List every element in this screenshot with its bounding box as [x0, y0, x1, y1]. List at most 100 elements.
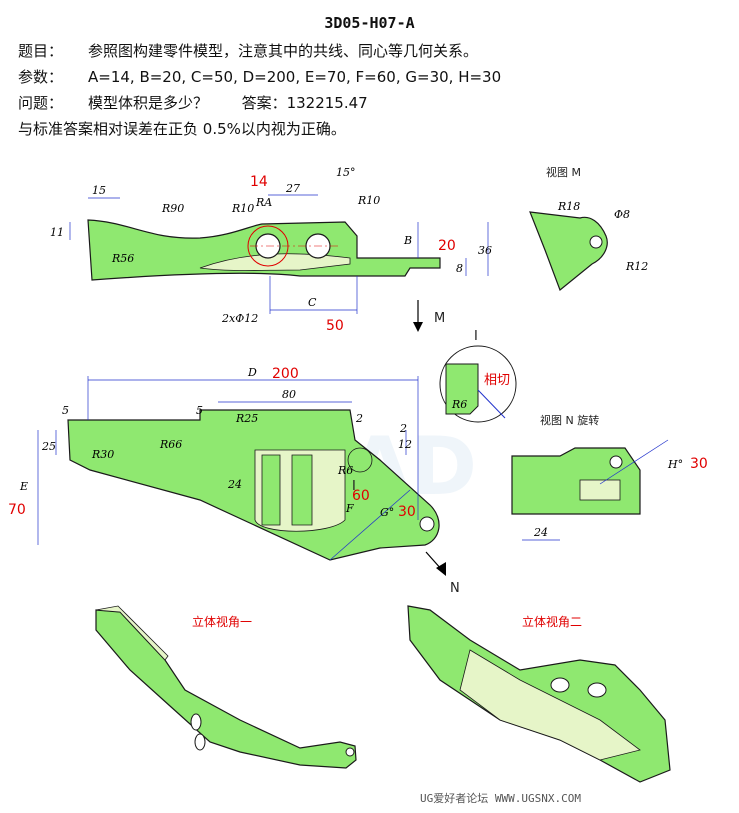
dim-36: 36: [478, 244, 492, 257]
dim-r56: R56: [111, 252, 134, 265]
value-d: 200: [272, 366, 299, 382]
iso-view-2: 立体视角二: [407, 605, 671, 783]
iso-1-hole-a: [190, 713, 202, 731]
iso-view-2-label: 立体视角二: [522, 614, 582, 629]
view-n-dimension-lines: [522, 439, 669, 541]
iso-1-hole-b: [194, 733, 206, 751]
arrow-m-label: M: [434, 311, 445, 326]
value-a: 14: [250, 174, 268, 190]
dim-r66: R66: [159, 438, 182, 451]
dim-d: D: [247, 366, 257, 379]
dim-r10-left: R10: [231, 202, 254, 215]
value-c: 50: [326, 318, 344, 334]
dim-24-top: 24: [227, 478, 242, 491]
top-rib-slots: [261, 454, 313, 526]
tolerance-text: 与标准答案相对误差在正负 0.5%以内视为正确。: [18, 120, 346, 138]
view-n-hole: [609, 455, 623, 469]
top-dimension-lines: [37, 376, 419, 561]
dim-2-right: 2: [399, 422, 407, 435]
dim-r6-detail: R6: [451, 398, 467, 411]
dim-h: H°: [667, 458, 683, 471]
params-text: A=14, B=20, C=50, D=200, E=70, F=60, G=3…: [88, 68, 502, 86]
question-text: 模型体积是多少？: [88, 94, 209, 112]
front-face-light: [199, 253, 351, 271]
iso-view-1-label: 立体视角一: [192, 614, 252, 629]
dim-24-view-n: 24: [533, 526, 548, 539]
arrow-n-head: [436, 562, 446, 576]
dim-15: 15: [92, 184, 106, 197]
dim-b: B: [403, 234, 412, 247]
dim-c: C: [308, 296, 317, 309]
dim-2-top: 2: [355, 412, 363, 425]
value-g: 30: [398, 504, 416, 520]
view-m-body: [529, 211, 608, 291]
detail-i: I 相切 R6: [439, 329, 517, 423]
top-end-hole: [419, 516, 435, 532]
dim-80: 80: [282, 388, 296, 401]
value-h: 30: [690, 456, 708, 472]
dim-2x-phi12: 2xΦ12: [221, 312, 258, 325]
page-title: 3D05-H07-A: [324, 14, 415, 32]
dim-r18: R18: [557, 200, 580, 213]
dim-f: F: [345, 502, 354, 515]
dim-phi8: Φ8: [614, 208, 630, 221]
dim-5-left: 5: [62, 404, 69, 417]
dim-8: 8: [456, 262, 463, 275]
task-label: 题目：: [18, 42, 64, 60]
value-e: 70: [8, 502, 26, 518]
front-dimension-lines: [69, 194, 489, 314]
dim-g: G°: [380, 506, 394, 519]
dim-15-degree: 15°: [336, 166, 356, 179]
dim-5-mid: 5: [196, 404, 203, 417]
iso-2-hole-b: [587, 682, 607, 698]
iso-1-body: [95, 609, 357, 769]
dim-r25: R25: [235, 412, 258, 425]
dim-27: 27: [285, 182, 300, 195]
iso-view-1: 立体视角一: [95, 605, 357, 769]
tangent-label: 相切: [484, 373, 510, 388]
iso-2-hole-a: [550, 677, 570, 693]
detail-i-part: [445, 363, 479, 415]
dim-r12: R12: [625, 260, 648, 273]
section-i-marker: I: [352, 479, 356, 494]
top-body: [67, 409, 440, 561]
iso-1-end-hole: [345, 747, 355, 757]
value-b: 20: [438, 238, 456, 254]
view-m: 视图 M R18 Φ8 R12: [529, 165, 648, 291]
top-view: D 200 80 5 5 R25 2 2 12 25 R30 R66 R6 24…: [8, 366, 460, 596]
view-n-label: 视图 N 旋转: [540, 413, 599, 427]
params-line: 参数： A=14, B=20, C=50, D=200, E=70, F=60, …: [18, 66, 501, 87]
dim-11: 11: [50, 226, 64, 239]
front-view: 15 11 R90 R56 R10 RA 27 15° R10 B 36 8 2…: [50, 166, 492, 334]
iso-1-top-face: [95, 605, 169, 661]
view-m-hole: [589, 235, 603, 249]
forum-watermark: UG爱好者论坛 WWW.UGSNX.COM: [420, 792, 581, 805]
value-f: 60: [352, 488, 370, 504]
dim-r6-top: R6: [337, 464, 353, 477]
detail-i-tangent-line: [477, 389, 506, 419]
dim-r30: R30: [91, 448, 114, 461]
arrow-m-head: [413, 322, 423, 332]
dim-e: E: [19, 480, 28, 493]
detail-i-marker: [347, 447, 373, 473]
view-m-label: 视图 M: [546, 165, 581, 179]
task-line: 题目： 参照图构建零件模型，注意其中的共线、同心等几何关系。: [18, 40, 478, 61]
answer-label: 答案：: [241, 94, 287, 112]
answer-value: 132215.47: [286, 94, 368, 112]
params-label: 参数：: [18, 68, 64, 86]
arrow-n-label: N: [450, 581, 460, 596]
dim-r10-right: R10: [357, 194, 380, 207]
tolerance-line: 与标准答案相对误差在正负 0.5%以内视为正确。: [18, 118, 346, 139]
question-line: 问题：模型体积是多少？ 答案：132215.47: [18, 92, 368, 113]
iso-2-light-face: [459, 649, 641, 761]
dim-r90: R90: [161, 202, 184, 215]
view-n: 视图 N 旋转 24 H° 30: [511, 413, 708, 541]
dim-12: 12: [398, 438, 412, 451]
detail-i-label: I: [474, 329, 478, 344]
task-text: 参照图构建零件模型，注意其中的共线、同心等几何关系。: [88, 42, 479, 60]
view-n-face: [579, 479, 621, 501]
dim-ra: RA: [255, 196, 272, 209]
dim-25: 25: [41, 440, 56, 453]
